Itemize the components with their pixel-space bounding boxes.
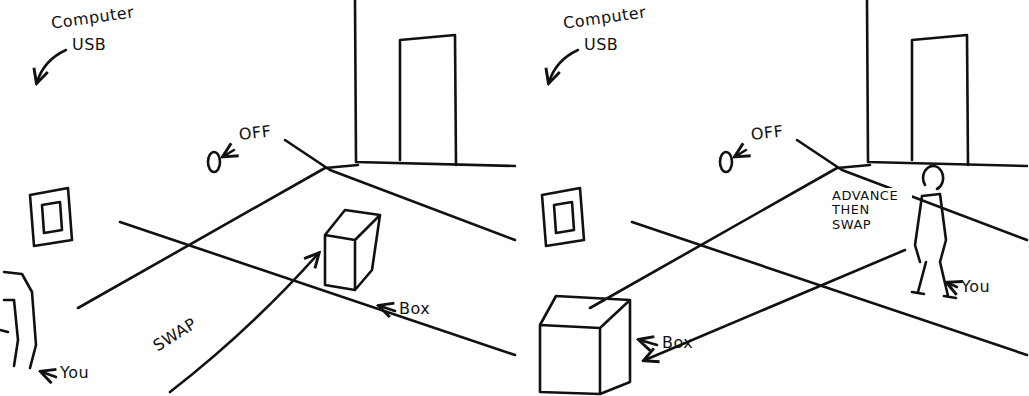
left-panel [0,0,515,392]
back-wall [355,0,515,166]
leader-arrow [380,306,395,311]
callout-label: Box [399,300,430,318]
callout-label: Computer [50,3,135,32]
callout-label: USB [72,36,106,54]
box [325,210,380,290]
leader-arrow [549,50,578,82]
door [912,35,968,165]
action-label: SWAP [150,315,200,355]
usb-port [42,202,62,233]
usb-port [554,202,574,233]
callout-label: OFF [238,123,272,144]
callout-label: You [961,278,990,296]
off-switch [720,152,732,172]
callout-label: Computer [562,3,647,32]
floor-edge [590,165,870,308]
leader-arrow [42,372,56,377]
door [400,35,456,165]
leader-arrow [640,340,657,345]
player-figure [912,166,956,298]
callout-label: You [60,364,89,382]
usb-port [542,188,584,246]
usb-port [30,188,72,246]
leader-arrow [224,150,234,156]
leader-arrow [37,50,66,82]
back-wall [867,0,1027,166]
off-switch [208,152,220,172]
callout-label: USB [584,36,618,54]
leader-arrow [736,150,746,156]
callout-label: OFF [750,123,784,144]
advance-arrow [645,250,905,360]
box [540,296,630,394]
callout-label: Box [662,334,693,352]
floor-edge [632,222,1027,355]
floor-edge [120,222,515,355]
floor-edge [78,165,358,308]
right-panel [540,0,1027,394]
action-label: ADVANCE THEN SWAP [830,188,912,233]
leader-arrow [948,283,957,287]
player-figure [0,272,36,368]
